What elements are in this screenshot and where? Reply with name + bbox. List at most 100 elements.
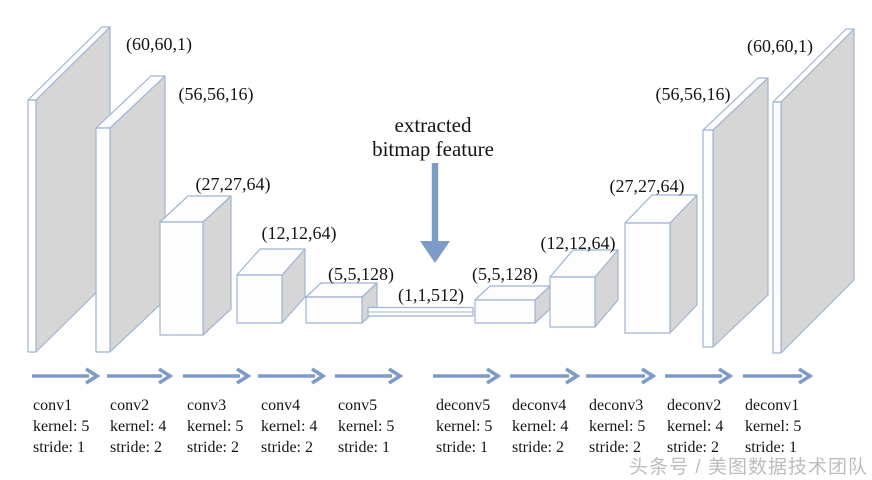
layer-name: conv5: [338, 397, 377, 414]
layer-name: conv2: [110, 397, 149, 414]
layer-label-conv1: conv1 kernel: 5 stride: 1: [33, 397, 89, 456]
layer-stride: stride: 1: [745, 439, 797, 456]
feature-map-box-enc-12x12x64: [236, 248, 306, 324]
feature-map-label: (60,60,1): [747, 36, 813, 57]
watermark-text: 头条号 / 美图数据技术团队: [629, 456, 868, 478]
layer-label-conv4: conv4 kernel: 4 stride: 2: [261, 397, 317, 456]
feature-map-box-dec-12x12x64: [549, 249, 619, 328]
layer-label-deconv3: deconv3 kernel: 5 stride: 2: [589, 397, 645, 456]
box-front-face: [27, 99, 37, 353]
layer-stride: stride: 2: [589, 439, 641, 456]
layer-kernel: kernel: 5: [187, 418, 243, 435]
arrow-head-icon: [236, 367, 252, 385]
layer-name: deconv4: [512, 397, 566, 414]
layer-label-deconv5: deconv5 kernel: 5 stride: 1: [436, 397, 492, 456]
flow-arrow: [510, 367, 581, 385]
arrow-head-icon: [641, 367, 657, 385]
feature-map-box-dec-5x5x128: [474, 285, 551, 324]
feature-map-label: (27,27,64): [196, 174, 271, 195]
layer-name: conv1: [33, 397, 72, 414]
feature-map-label: (27,27,64): [610, 176, 685, 197]
layer-kernel: kernel: 5: [589, 418, 645, 435]
arrow-head-icon: [798, 367, 814, 385]
annotation-line2: bitmap feature: [372, 137, 494, 161]
feature-map-box-enc-5x5x128: [305, 282, 378, 324]
feature-map-label: (56,56,16): [656, 84, 731, 105]
layer-kernel: kernel: 4: [667, 418, 723, 435]
feature-map-label: (12,12,64): [262, 223, 337, 244]
box-front-face: [549, 276, 596, 328]
feature-map-box-dec-27x27x64: [624, 194, 698, 334]
box-side-face: [780, 28, 855, 354]
feature-map-box-enc-27x27x64: [159, 195, 232, 336]
layer-name: deconv3: [589, 397, 643, 414]
arrow-head-icon: [565, 367, 581, 385]
feature-map-box-dec-56x56x16: [702, 77, 769, 348]
layer-name: conv3: [187, 397, 226, 414]
arrow-head-icon: [718, 367, 734, 385]
flow-arrow: [743, 367, 814, 385]
layer-name: deconv2: [667, 397, 721, 414]
flow-arrow: [183, 367, 252, 385]
layer-name: conv4: [261, 397, 300, 414]
arrow-head-icon: [486, 367, 502, 385]
layer-label-conv3: conv3 kernel: 5 stride: 2: [187, 397, 243, 456]
layer-stride: stride: 2: [512, 439, 564, 456]
layer-kernel: kernel: 5: [33, 418, 89, 435]
flow-arrow: [335, 367, 404, 385]
feature-map-bar-1x1x512: [367, 306, 474, 317]
box-front-face: [305, 296, 363, 324]
box-front-face: [236, 274, 283, 324]
feature-map-label: (60,60,1): [126, 34, 192, 55]
down-arrow-shaft: [431, 163, 439, 243]
layer-stride: stride: 2: [187, 439, 239, 456]
layer-kernel: kernel: 4: [110, 418, 166, 435]
layer-kernel: kernel: 5: [338, 418, 394, 435]
box-front-face: [474, 299, 536, 324]
layer-kernel: kernel: 5: [745, 418, 801, 435]
arrow-head-icon: [85, 367, 101, 385]
arrow-head-icon: [388, 367, 404, 385]
feature-map-box-output-60x60x1: [772, 28, 855, 354]
flow-arrow: [107, 367, 174, 385]
flow-arrow: [258, 367, 327, 385]
layer-label-deconv1: deconv1 kernel: 5 stride: 1: [745, 397, 801, 456]
layer-name: deconv1: [745, 397, 799, 414]
flow-arrow: [586, 367, 657, 385]
layer-label-conv5: conv5 kernel: 5 stride: 1: [338, 397, 394, 456]
layer-stride: stride: 2: [261, 439, 313, 456]
arrow-head-icon: [311, 367, 327, 385]
feature-map-label: (1,1,512): [398, 285, 464, 306]
layer-stride: stride: 2: [110, 439, 162, 456]
feature-map-label: (56,56,16): [179, 84, 254, 105]
feature-map-box-input-60x60x1: [27, 26, 111, 353]
box-front-face: [95, 127, 111, 353]
flow-arrow: [32, 367, 101, 385]
box-front-face: [624, 222, 671, 334]
layer-label-conv2: conv2 kernel: 4 stride: 2: [110, 397, 166, 456]
layer-label-deconv2: deconv2 kernel: 4 stride: 2: [667, 397, 723, 456]
down-arrow-icon: [420, 163, 450, 263]
annotation-line1: extracted: [395, 113, 472, 137]
layer-kernel: kernel: 5: [436, 418, 492, 435]
box-front-face: [159, 221, 204, 336]
extracted-feature-annotation: extracted bitmap feature: [372, 113, 494, 263]
feature-map-label: (5,5,128): [328, 264, 394, 285]
arrow-head-icon: [158, 367, 174, 385]
flow-arrows: [32, 367, 814, 385]
layer-stride: stride: 1: [436, 439, 488, 456]
layer-label-deconv4: deconv4 kernel: 4 stride: 2: [512, 397, 568, 456]
box-front-face: [772, 101, 782, 354]
down-arrow-head: [420, 241, 450, 263]
layer-stride: stride: 1: [33, 439, 85, 456]
feature-map-label: (5,5,128): [472, 264, 538, 285]
layer-stride: stride: 1: [338, 439, 390, 456]
layer-kernel: kernel: 4: [261, 418, 317, 435]
flow-arrow: [433, 367, 502, 385]
layer-kernel: kernel: 4: [512, 418, 568, 435]
feature-map-label: (12,12,64): [541, 233, 616, 254]
feature-map-box-enc-56x56x16: [95, 75, 166, 353]
layer-name: deconv5: [436, 397, 490, 414]
